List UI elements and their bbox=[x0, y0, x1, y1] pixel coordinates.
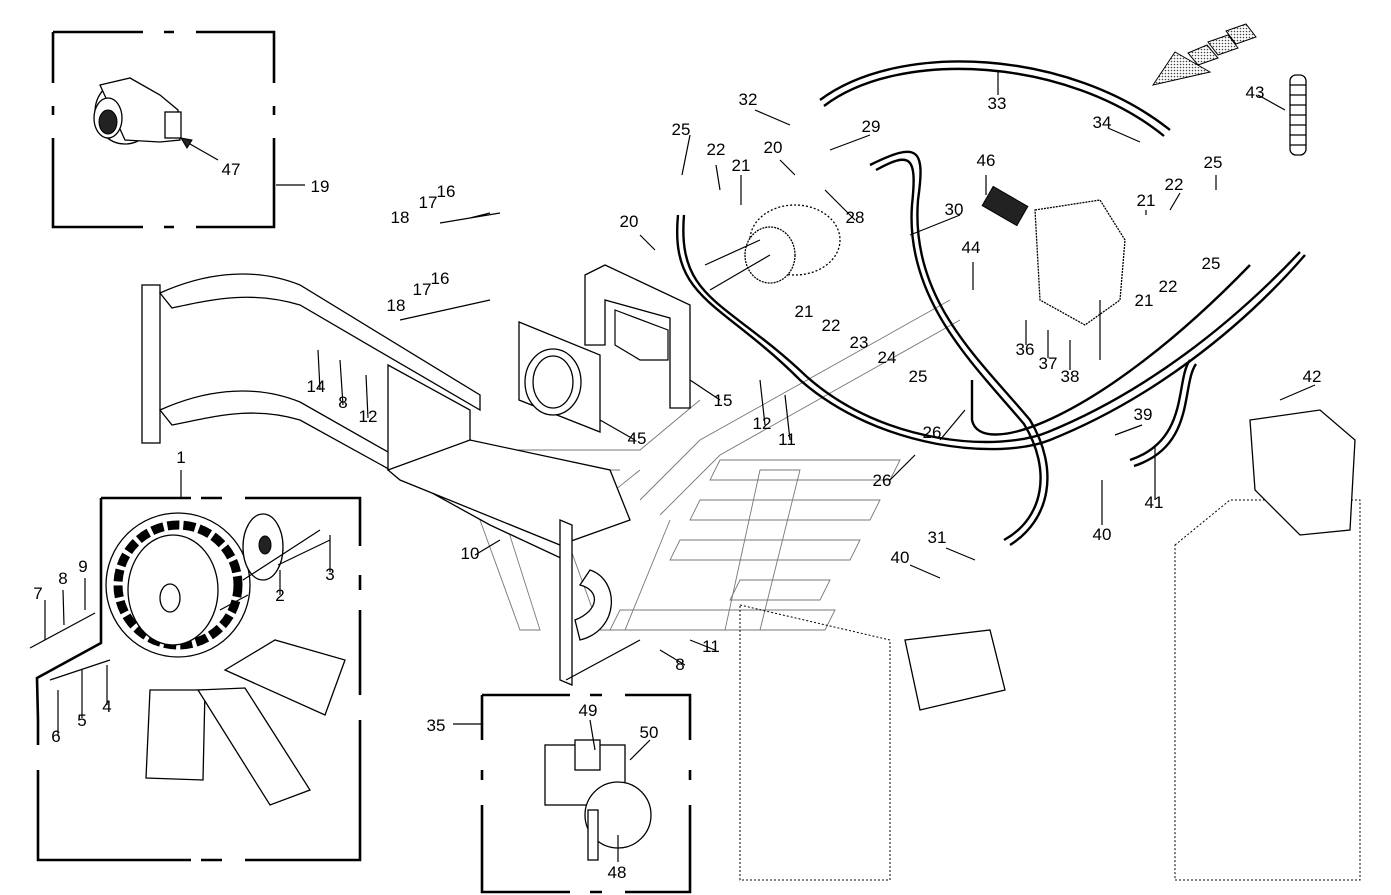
callout-8: 8 bbox=[675, 655, 684, 674]
callout-41: 41 bbox=[1145, 493, 1164, 512]
callout-47: 47 bbox=[222, 160, 241, 179]
callout-21: 21 bbox=[795, 302, 814, 321]
callout-25: 25 bbox=[672, 120, 691, 139]
callout-7: 7 bbox=[33, 584, 42, 603]
callout-2: 2 bbox=[275, 586, 284, 605]
inset-frame-1 bbox=[35, 470, 362, 862]
callout-48: 48 bbox=[608, 863, 627, 882]
callout-46: 46 bbox=[977, 151, 996, 170]
callout-16: 16 bbox=[437, 182, 456, 201]
direction-arrow-icon bbox=[1151, 23, 1257, 86]
inset-frame-19 bbox=[51, 30, 305, 229]
callout-35: 35 bbox=[427, 716, 446, 735]
callout-21: 21 bbox=[732, 156, 751, 175]
fan-1-illustration bbox=[29, 512, 346, 806]
callout-11: 11 bbox=[702, 637, 720, 656]
callout-17: 17 bbox=[419, 193, 438, 212]
callout-21: 21 bbox=[1135, 291, 1154, 310]
pump-48-illustration bbox=[544, 739, 652, 861]
callout-29: 29 bbox=[862, 117, 881, 136]
tank-illustration bbox=[739, 409, 1361, 881]
callout-12: 12 bbox=[753, 414, 772, 433]
callout-21: 21 bbox=[1137, 191, 1156, 210]
callout-22: 22 bbox=[1159, 277, 1178, 296]
callout-33: 33 bbox=[988, 94, 1007, 113]
callout-4: 4 bbox=[102, 697, 111, 716]
callout-11: 11 bbox=[778, 430, 796, 449]
callout-14: 14 bbox=[307, 377, 326, 396]
callout-28: 28 bbox=[846, 208, 865, 227]
callout-34: 34 bbox=[1093, 113, 1112, 132]
callout-8: 8 bbox=[58, 569, 67, 588]
callout-39: 39 bbox=[1134, 405, 1153, 424]
callout-1: 1 bbox=[176, 448, 185, 467]
callout-25: 25 bbox=[1202, 254, 1221, 273]
callout-26: 26 bbox=[873, 471, 892, 490]
callout-43: 43 bbox=[1246, 83, 1265, 102]
inset-frame-35 bbox=[453, 693, 692, 894]
callout-22: 22 bbox=[707, 140, 726, 159]
callout-17: 17 bbox=[413, 280, 432, 299]
callout-31: 31 bbox=[928, 528, 947, 547]
callout-6: 6 bbox=[51, 727, 60, 746]
callout-22: 22 bbox=[1165, 175, 1184, 194]
callout-25: 25 bbox=[909, 367, 928, 386]
callout-20: 20 bbox=[620, 212, 639, 231]
callout-25: 25 bbox=[1204, 153, 1223, 172]
callout-19: 19 bbox=[311, 177, 330, 196]
callout-38: 38 bbox=[1061, 367, 1080, 386]
callout-5: 5 bbox=[77, 711, 86, 730]
callout-44: 44 bbox=[962, 238, 981, 257]
callout-37: 37 bbox=[1039, 354, 1058, 373]
callout-40: 40 bbox=[1093, 525, 1112, 544]
callout-18: 18 bbox=[391, 208, 410, 227]
callout-49: 49 bbox=[579, 701, 598, 720]
callout-20: 20 bbox=[764, 138, 783, 157]
callout-12: 12 bbox=[359, 407, 378, 426]
callout-16: 16 bbox=[431, 269, 450, 288]
callout-50: 50 bbox=[640, 723, 659, 742]
callout-42: 42 bbox=[1303, 367, 1322, 386]
callout-3: 3 bbox=[325, 565, 334, 584]
mounting-plates-illustration bbox=[518, 264, 691, 433]
callout-36: 36 bbox=[1016, 340, 1035, 359]
pump-right-illustration bbox=[981, 185, 1126, 326]
callout-9: 9 bbox=[78, 557, 87, 576]
callout-15: 15 bbox=[714, 391, 733, 410]
callout-23: 23 bbox=[850, 333, 869, 352]
callout-26: 26 bbox=[923, 423, 942, 442]
hoses-illustration bbox=[675, 60, 1306, 547]
support-frame-illustration bbox=[141, 273, 641, 686]
callout-45: 45 bbox=[628, 429, 647, 448]
callout-40: 40 bbox=[891, 548, 910, 567]
callout-18: 18 bbox=[387, 296, 406, 315]
callout-32: 32 bbox=[739, 90, 758, 109]
hydraulic-motor-illustration bbox=[704, 204, 841, 291]
callout-10: 10 bbox=[461, 544, 480, 563]
callout-8: 8 bbox=[338, 393, 347, 412]
motor-47-illustration bbox=[93, 77, 219, 161]
callout-22: 22 bbox=[822, 316, 841, 335]
sleeve-43-illustration bbox=[1289, 74, 1307, 156]
callout-24: 24 bbox=[878, 348, 897, 367]
leader-lines bbox=[44, 70, 1316, 862]
callout-30: 30 bbox=[945, 200, 964, 219]
